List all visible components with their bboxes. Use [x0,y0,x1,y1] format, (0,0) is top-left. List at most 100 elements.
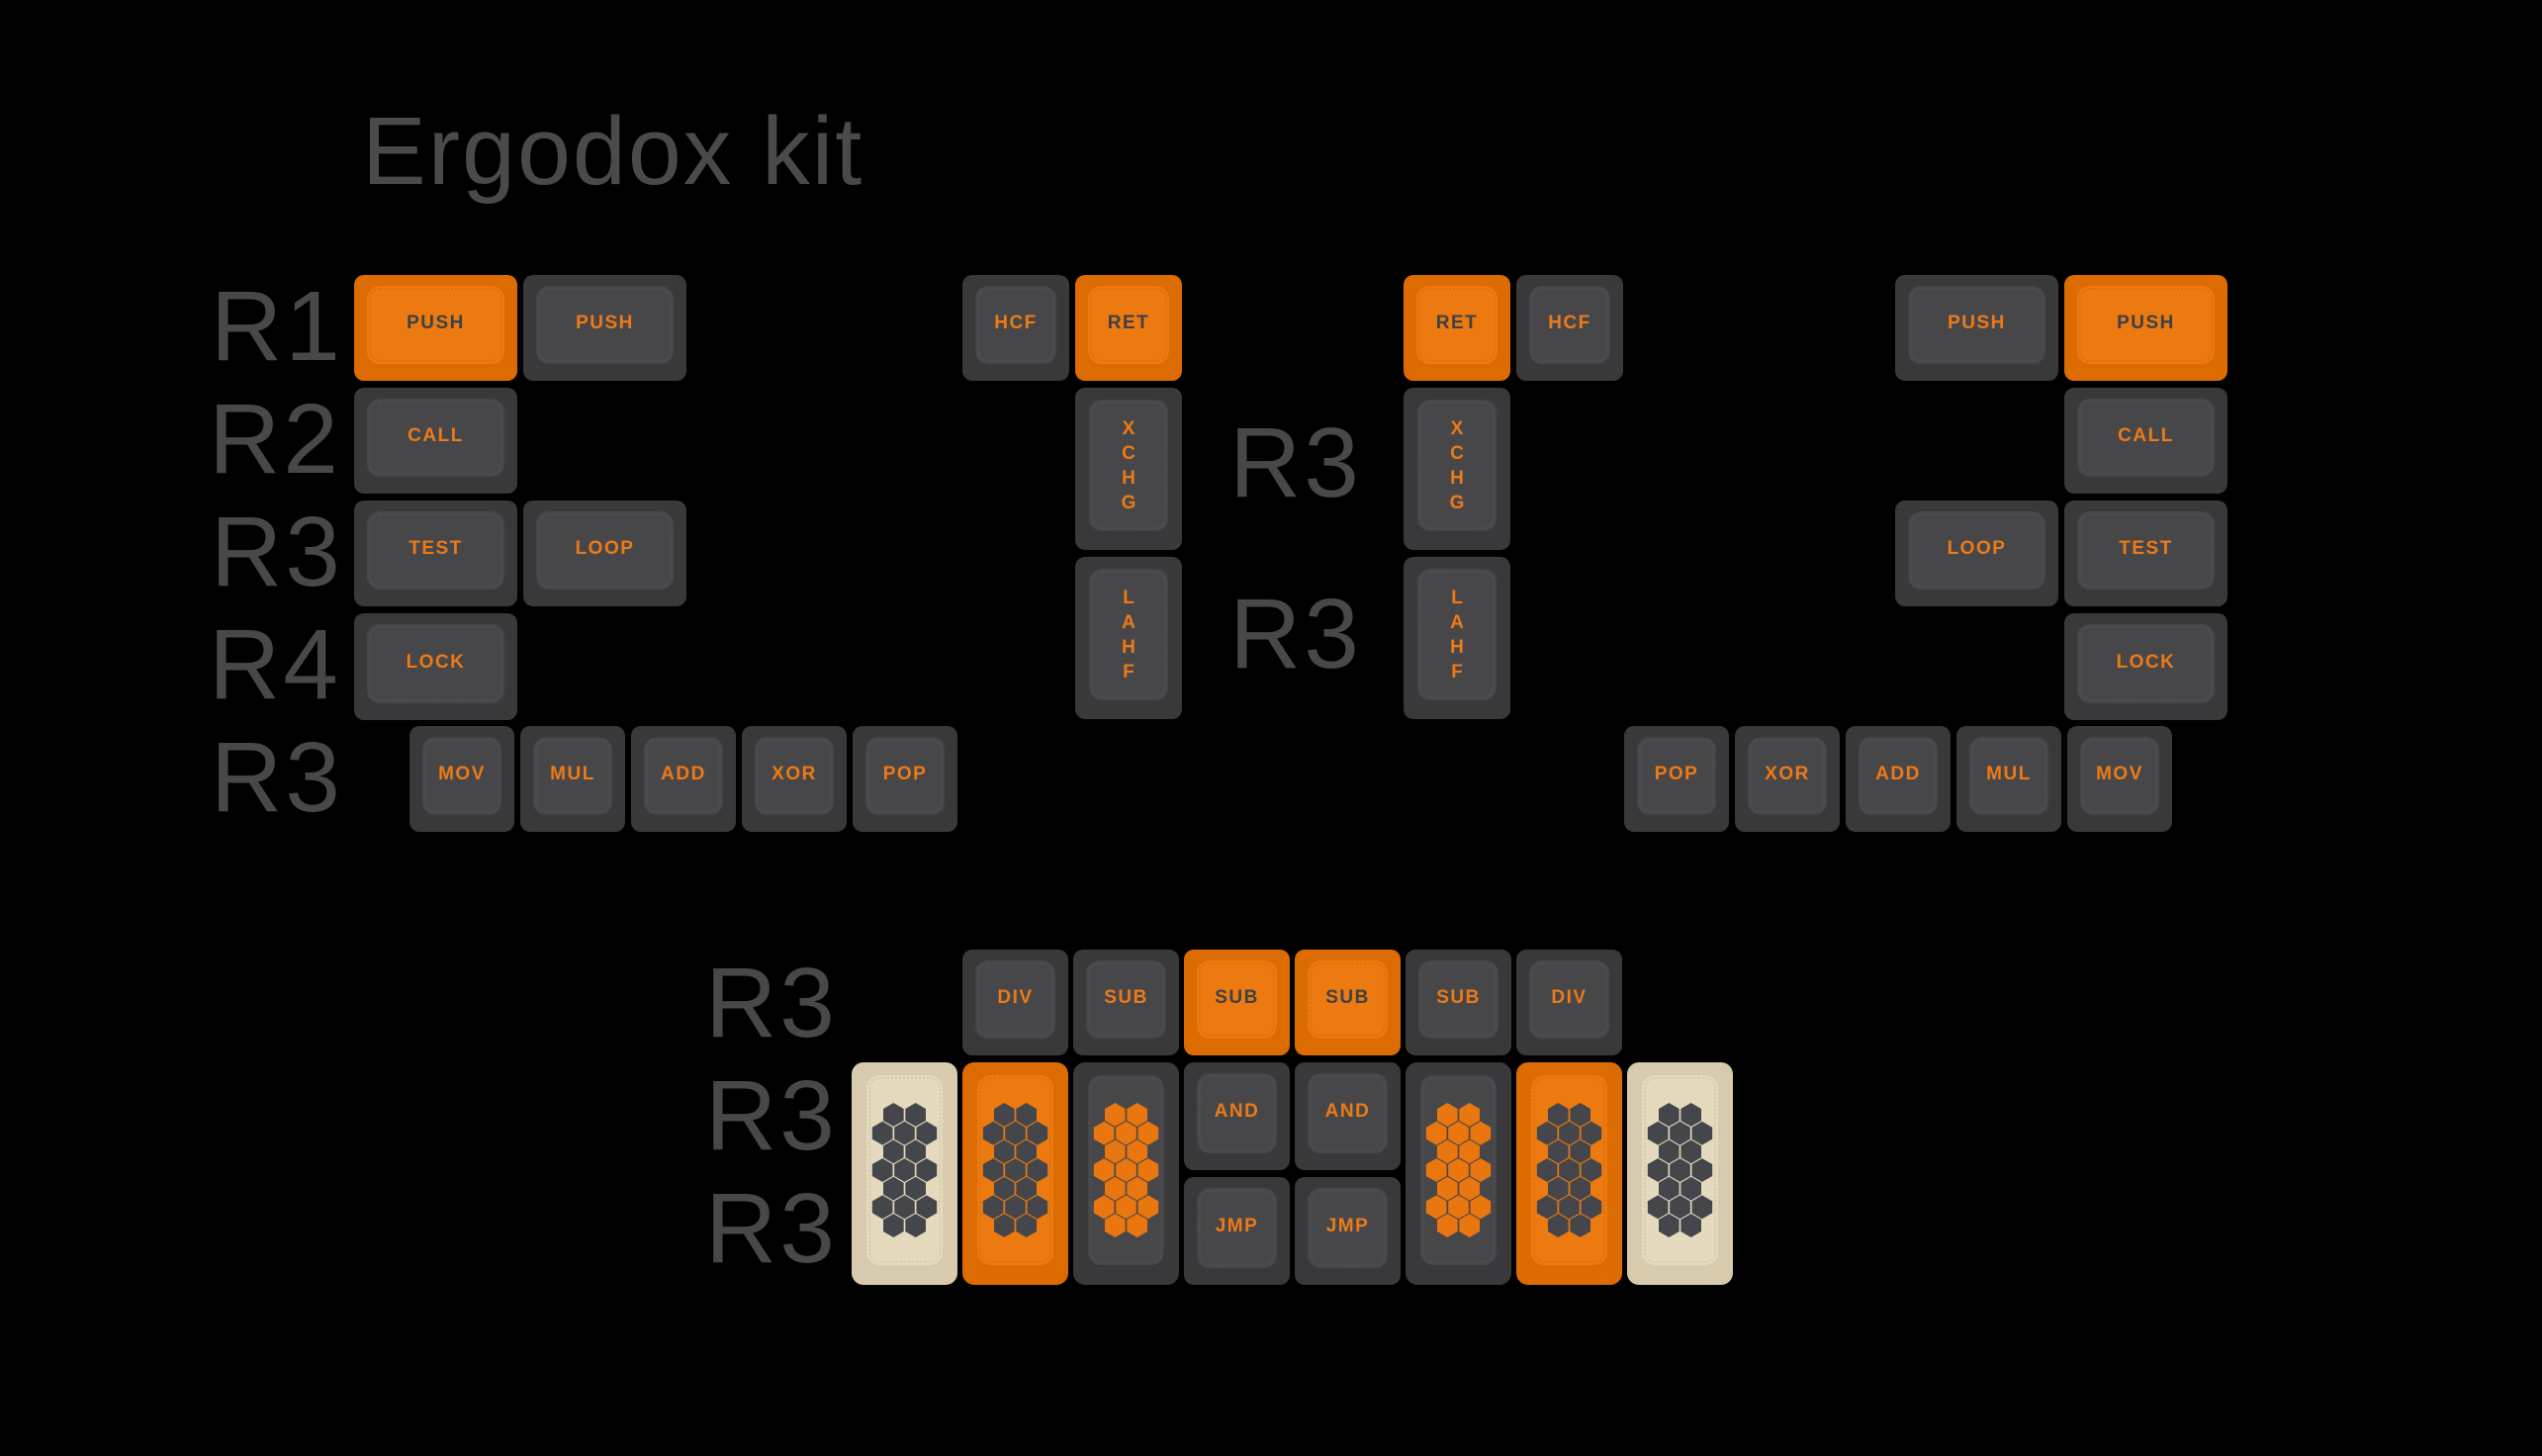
keycap-top-surface: PUSH [536,286,674,364]
keycap-top-surface: TEST [367,511,504,590]
keycap-legend: ADD [661,764,706,784]
row-label-r2-1: R2 [209,384,341,495]
key-mul: MUL [520,726,625,832]
keycap-top-surface: RET [1088,286,1169,364]
keycap-legend: PUSH [576,313,634,333]
key-loop: LOOP [523,500,686,606]
key-blank-hex-orange [1516,1062,1622,1285]
keycap-top-surface: MUL [533,737,612,815]
keycap-legend: MOV [2096,764,2143,784]
keycap-legend: ADD [1875,764,1921,784]
row-label-r3-2: R3 [211,497,343,607]
key-xchg: X C H G [1075,388,1182,550]
honeycomb-pattern-icon [982,1103,1048,1237]
honeycomb-pattern-icon [871,1103,938,1237]
key-push: PUSH [523,275,686,381]
keycap-top-surface: DIV [1529,960,1609,1039]
keycap-legend: MUL [550,764,595,784]
key-lock: LOCK [2064,613,2227,720]
keycap-legend: SUB [1436,987,1481,1008]
key-sub: SUB [1406,950,1511,1055]
keycap-top-surface: ADD [644,737,723,815]
key-div: DIV [962,950,1068,1055]
keycap-top-surface: L A H F [1089,569,1168,700]
key-div: DIV [1516,950,1622,1055]
keycap-top-surface [1088,1075,1164,1265]
keycap-legend: TEST [2119,538,2173,559]
key-xor: XOR [1735,726,1840,832]
keycap-legend: CALL [408,425,464,446]
keycap-legend: MUL [1986,764,2032,784]
keycap-legend: XOR [1765,764,1810,784]
keycap-legend: SUB [1104,987,1148,1008]
keycap-top-surface: X C H G [1417,400,1497,531]
key-push: PUSH [1895,275,2058,381]
keycap-top-surface: SUB [1308,960,1388,1039]
keycap-legend: LOOP [575,538,635,559]
keycap-top-surface [1420,1075,1497,1265]
keycap-top-surface: MOV [2080,737,2159,815]
keycap-top-surface: XOR [755,737,834,815]
key-and: AND [1184,1062,1290,1170]
row-label-r3-6: R3 [1229,579,1362,689]
key-test: TEST [354,500,517,606]
key-mov: MOV [2067,726,2172,832]
key-push: PUSH [2064,275,2227,381]
keycap-legend: X C H G [1121,417,1136,513]
keycap-legend: L A H F [1122,587,1135,682]
keycap-top-surface: JMP [1197,1188,1277,1268]
keycap-legend: CALL [2118,425,2174,446]
key-mov: MOV [409,726,514,832]
keycap-top-surface: JMP [1308,1188,1388,1268]
keycap-legend: MOV [438,764,486,784]
key-lock: LOCK [354,613,517,720]
key-add: ADD [631,726,736,832]
keycap-top-surface: CALL [2077,399,2215,477]
keycap-legend: L A H F [1450,587,1464,682]
row-label-r3-4: R3 [211,722,343,833]
key-test: TEST [2064,500,2227,606]
keycap-top-surface: DIV [975,960,1055,1039]
keycap-top-surface: HCF [1529,286,1610,364]
key-blank-hex-orange [962,1062,1068,1285]
keycap-legend: XOR [772,764,817,784]
kit-title: Ergodox kit [362,97,864,205]
keycap-top-surface: LOOP [536,511,674,590]
key-pop: POP [853,726,957,832]
honeycomb-pattern-icon [1536,1103,1602,1237]
keycap-legend: POP [1654,764,1699,784]
honeycomb-pattern-icon [1093,1103,1159,1237]
key-push: PUSH [354,275,517,381]
keycap-legend: LOOP [1947,538,2007,559]
keycap-top-surface: X C H G [1089,400,1168,531]
keycap-top-surface: AND [1308,1073,1388,1153]
honeycomb-pattern-icon [1425,1103,1492,1237]
keycap-top-surface [866,1075,943,1265]
keycap-legend: PUSH [2117,313,2175,333]
key-jmp: JMP [1184,1177,1290,1285]
keycap-legend: JMP [1215,1216,1259,1236]
keycap-top-surface: HCF [975,286,1056,364]
keycap-top-surface: SUB [1086,960,1166,1039]
keycap-legend: SUB [1215,987,1259,1008]
keycap-top-surface: LOCK [2077,624,2215,703]
keycap-top-surface: L A H F [1417,569,1497,700]
keycap-legend: DIV [997,987,1034,1008]
keycap-top-surface [977,1075,1053,1265]
keycap-legend: HCF [994,313,1038,333]
keycap-legend: HCF [1548,313,1591,333]
keycap-top-surface: MOV [422,737,501,815]
keycap-top-surface: MUL [1969,737,2048,815]
keycap-legend: PUSH [407,313,465,333]
keycap-top-surface: PUSH [1908,286,2045,364]
key-jmp: JMP [1295,1177,1401,1285]
row-label-r3-7: R3 [705,948,838,1058]
keycap-top-surface: RET [1416,286,1498,364]
row-label-r3-9: R3 [705,1173,838,1284]
key-and: AND [1295,1062,1401,1170]
keycap-top-surface: PUSH [367,286,504,364]
keycap-top-surface: CALL [367,399,504,477]
keycap-top-surface: SUB [1418,960,1498,1039]
keycap-legend: LOCK [406,651,466,673]
